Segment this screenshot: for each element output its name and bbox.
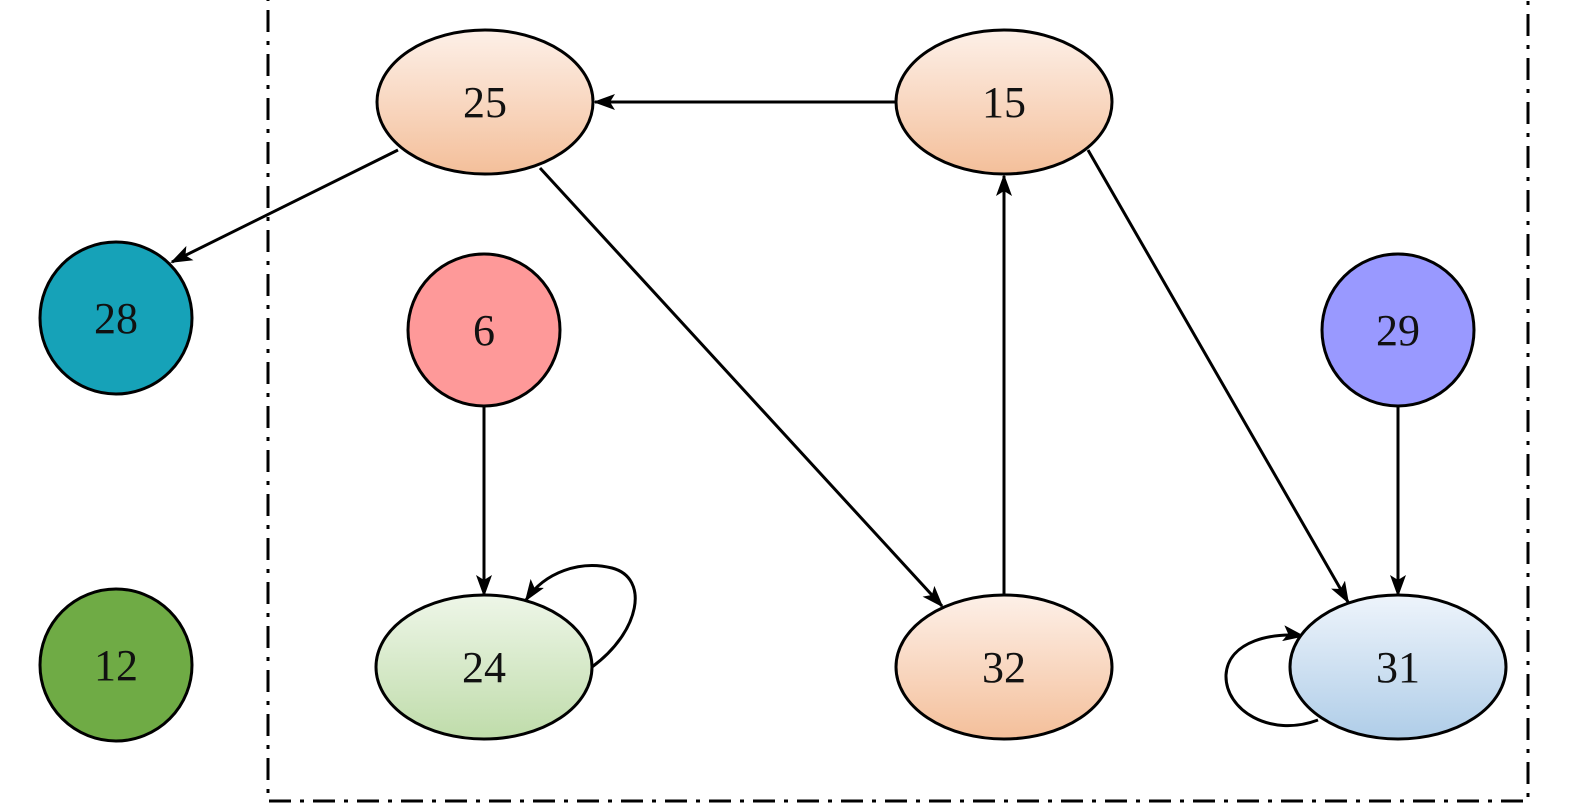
node-28: 28 [38, 240, 194, 396]
node-28-shape [38, 240, 194, 396]
node-25-shape [375, 28, 595, 176]
node-6-shape [406, 252, 562, 408]
node-15: 15 [894, 28, 1114, 176]
node-15-shape [894, 28, 1114, 176]
group-boundary [266, 0, 1530, 803]
node-31-shape [1288, 593, 1508, 741]
node-29-label: 29 [1376, 306, 1420, 355]
node-24-label: 24 [462, 643, 506, 692]
node-32-shape [894, 593, 1114, 741]
node-25: 25 [375, 28, 595, 176]
edge-25-to-32 [538, 166, 944, 608]
node-12-label: 12 [94, 641, 138, 690]
node-6-label: 6 [473, 306, 495, 355]
node-24: 24 [374, 593, 594, 741]
self-loop-edge-31 [1224, 625, 1319, 727]
node-29: 29 [1320, 252, 1476, 408]
node-25-label: 25 [463, 78, 507, 127]
node-29-shape [1320, 252, 1476, 408]
node-12: 12 [38, 587, 194, 743]
node-32-label: 32 [982, 643, 1026, 692]
node-15-label: 15 [982, 78, 1026, 127]
node-31: 31 [1288, 593, 1508, 741]
node-28-label: 28 [94, 294, 138, 343]
nodes-layer: 25 15 28 6 29 12 24 32 31 [38, 28, 1508, 743]
node-12-shape [38, 587, 194, 743]
node-24-shape [374, 593, 594, 741]
node-32: 32 [894, 593, 1114, 741]
node-31-label: 31 [1376, 643, 1420, 692]
edge-25-to-28 [170, 148, 399, 264]
node-6: 6 [406, 252, 562, 408]
self-loop-edge-24 [524, 564, 637, 669]
edge-15-to-31 [1086, 149, 1350, 604]
edges-layer [170, 94, 1406, 727]
